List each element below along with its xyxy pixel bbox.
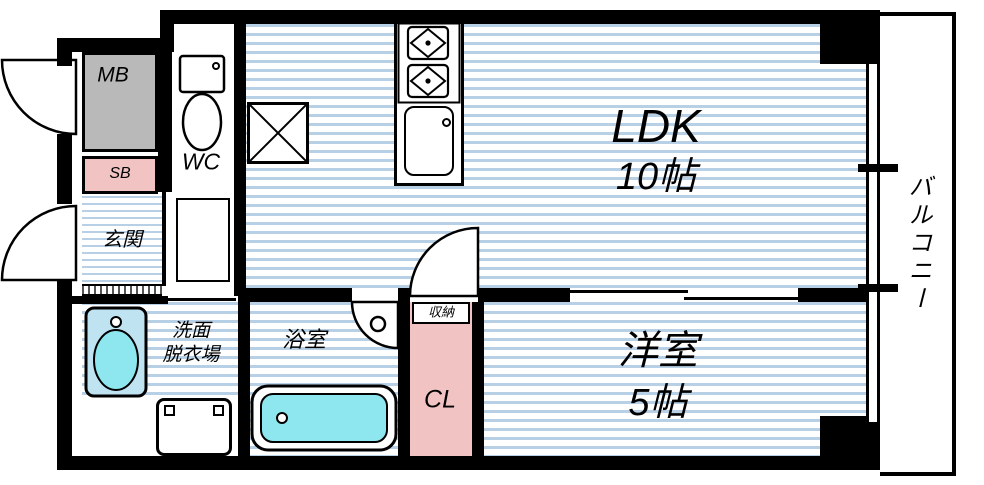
closet-area [410, 302, 472, 456]
wall-closet-bedroom [472, 302, 484, 456]
wall-left-a [57, 38, 72, 66]
wall-right-bottom [866, 422, 880, 470]
wall-mid-b [238, 288, 352, 302]
sliding-door-leaf [570, 290, 688, 293]
room-label-balcony: バルコニー [904, 174, 931, 314]
washbasin-icon [84, 306, 148, 398]
sliding-door-leaf [684, 297, 798, 300]
room-label-closet: CL [424, 385, 456, 414]
bathtub-icon [250, 384, 398, 452]
entrance-floor [82, 196, 162, 284]
wall-left-c [57, 280, 72, 470]
room-label-bathroom: 浴室 [281, 327, 327, 352]
refrigerator-space [247, 102, 309, 164]
pillar-top-right [820, 24, 866, 64]
washing-machine-pan [156, 398, 232, 456]
room-label-washroom-line1: 洗面 [171, 320, 211, 342]
kitchen-sink [404, 106, 454, 176]
cross-hatch-icon [250, 105, 306, 161]
wall-mid-e [798, 288, 866, 302]
balcony-area [880, 12, 956, 476]
entrance-step [82, 284, 162, 296]
wall-bottom [57, 456, 880, 470]
pillar-bottom-right [820, 416, 866, 456]
wall-mid-c [398, 288, 410, 302]
wall-bathroom-closet [398, 302, 410, 456]
wall-right-top [866, 10, 880, 64]
window-tick [858, 164, 898, 172]
wall-washroom-bathroom [238, 302, 250, 456]
meter-box-door-arc [0, 58, 78, 136]
wall-top-main [160, 10, 880, 24]
wall-left-b [57, 134, 72, 204]
room-label-shoe-box: SB [109, 165, 131, 182]
balcony-window [866, 64, 880, 422]
toilet-icon [178, 54, 226, 152]
room-label-storage: 収納 [427, 304, 455, 320]
room-label-washroom-line2: 脱衣場 [162, 344, 220, 366]
room-size-ldk: 10帖 [615, 156, 697, 198]
room-label-bedroom: 洋室 [618, 329, 698, 373]
room-label-ldk: LDK [611, 100, 701, 152]
wall-hall-right [234, 24, 246, 296]
wall-wc-left [158, 38, 172, 192]
wc-door-leaf [176, 198, 230, 282]
shoe-box [82, 156, 158, 194]
hall-door-line [168, 298, 236, 301]
bedroom-floor [484, 302, 866, 456]
storage-label-box [412, 302, 470, 324]
window-tick [858, 284, 898, 292]
faucet-icon [442, 118, 451, 127]
room-size-bedroom: 5帖 [628, 382, 688, 424]
wall-top-left [57, 38, 174, 52]
wall-entrance-right [162, 192, 166, 286]
meter-box [82, 52, 158, 152]
wall-mid-d [478, 288, 570, 302]
room-label-wc: WC [181, 148, 221, 175]
ldk-floor [246, 24, 866, 288]
stove-icon [397, 22, 461, 104]
tap-box-icon [164, 405, 175, 416]
room-label-meter-box: MB [97, 63, 129, 87]
room-label-entrance: 玄関 [102, 229, 142, 251]
entrance-door-arc [0, 204, 78, 282]
wall-mid-a [72, 296, 168, 304]
tap-box-icon [213, 405, 224, 416]
